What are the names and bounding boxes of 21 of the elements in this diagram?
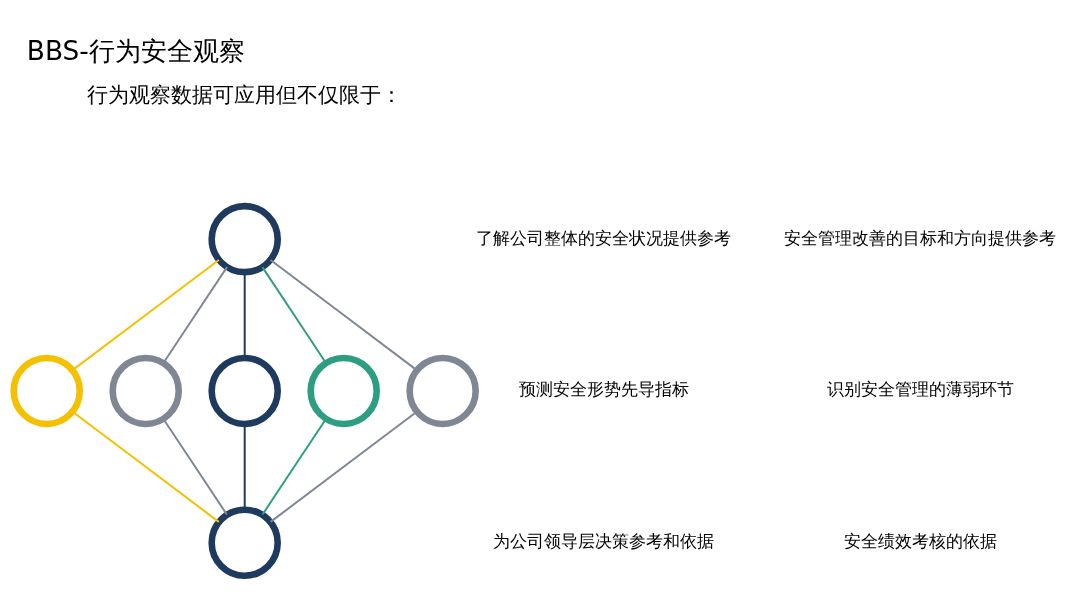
connector xyxy=(269,258,418,371)
connector xyxy=(269,410,418,523)
label: 了解公司整体的安全状况提供参考 xyxy=(476,227,732,248)
diagram-title: BBS-行为安全观察 xyxy=(26,35,245,66)
connector xyxy=(162,265,228,364)
label: 安全绩效考核的依据 xyxy=(843,530,997,551)
node-circle xyxy=(10,354,83,427)
node-circle xyxy=(208,202,281,275)
label: 行为观察数据可应用但不仅限于： xyxy=(87,81,403,107)
label: 预测安全形势先导指标 xyxy=(518,378,689,399)
node-circle xyxy=(208,354,281,427)
node-circle xyxy=(307,354,380,427)
node-circle xyxy=(109,354,182,427)
node-circle xyxy=(208,505,281,579)
node-circle xyxy=(406,354,479,427)
connector xyxy=(71,410,220,523)
connector xyxy=(261,265,327,364)
connector xyxy=(71,258,220,371)
label: 识别安全管理的薄弱环节 xyxy=(826,378,1014,399)
label: 安全管理改善的目标和方向提供参考 xyxy=(784,227,1057,248)
label: 为公司领导层决策参考和依据 xyxy=(493,530,715,551)
